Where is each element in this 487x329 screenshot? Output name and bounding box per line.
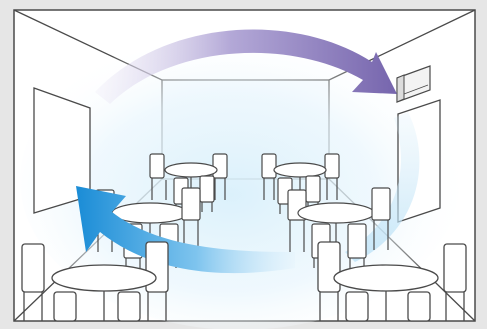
chair-icon bbox=[54, 292, 76, 321]
chair-icon bbox=[346, 292, 368, 321]
chair-icon bbox=[118, 292, 140, 321]
chair-icon bbox=[408, 292, 430, 321]
